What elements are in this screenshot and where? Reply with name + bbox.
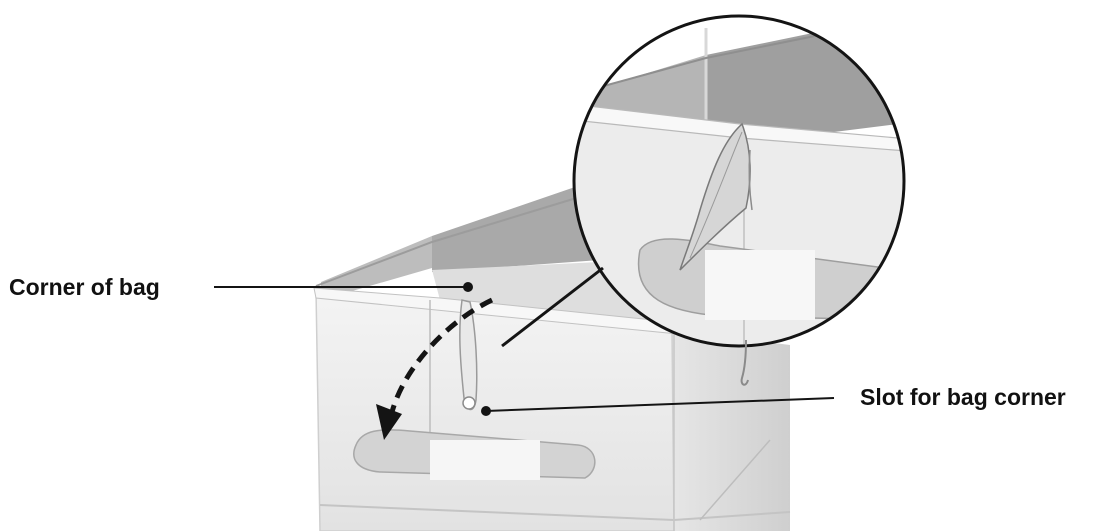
zoom-inner-bag xyxy=(705,250,815,320)
corner-of-bag-label: Corner of bag xyxy=(9,276,160,299)
inner-bag-through-handle xyxy=(430,440,540,480)
slot-callout-dot xyxy=(481,406,491,416)
slot-hole xyxy=(463,397,475,409)
corner-callout-dot xyxy=(463,282,473,292)
bin-right-side xyxy=(672,330,790,531)
slot-for-bag-corner-label: Slot for bag corner xyxy=(860,386,1066,409)
